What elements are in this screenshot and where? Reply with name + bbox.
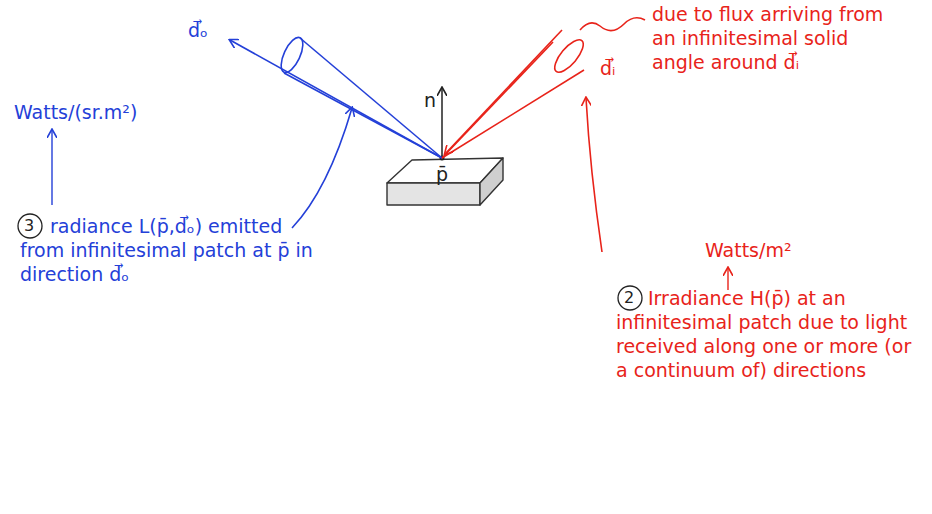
point-label: p̄ <box>436 162 448 186</box>
callout-number: 3 <box>24 214 34 238</box>
callout-number: 2 <box>624 286 634 310</box>
note-text: due to flux arriving from an infinitesim… <box>652 2 902 74</box>
brace-squiggle <box>580 18 645 31</box>
outgoing-cone <box>230 34 442 158</box>
unit-arrow <box>727 268 728 290</box>
unit-label: Watts/m² <box>705 238 792 262</box>
leader-arrow <box>586 98 602 252</box>
definition-text: radiance L(p̄,d⃗ₒ) emitted from infinite… <box>20 214 320 286</box>
normal-arrow <box>441 88 443 158</box>
definition-text: Irradiance H(p̄) at an infinitesimal pat… <box>616 286 921 382</box>
surface-slab <box>387 158 503 205</box>
unit-label: Watts/(sr.m²) <box>14 100 137 124</box>
vector-label: d⃗ₒ <box>188 18 208 42</box>
normal-label: n <box>424 88 436 112</box>
callout-circle <box>618 286 642 310</box>
vector-label: d⃗ᵢ <box>600 56 615 80</box>
callout-circle <box>18 214 42 238</box>
leader-arrow <box>292 108 352 228</box>
unit-arrow <box>51 130 52 205</box>
incoming-cone <box>442 30 588 158</box>
